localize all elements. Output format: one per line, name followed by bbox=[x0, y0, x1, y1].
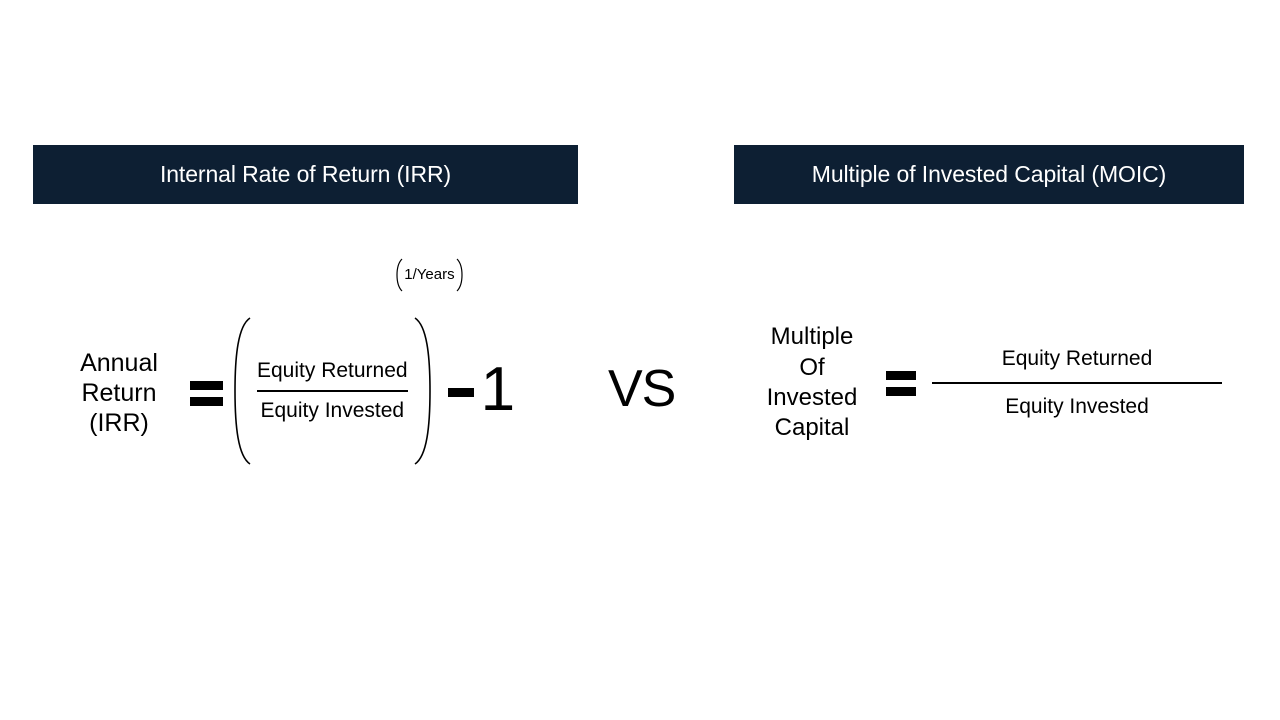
irr-lhs-line-2: Return bbox=[81, 379, 157, 407]
irr-fraction-bar bbox=[257, 390, 408, 392]
irr-parenthesis-group: Equity Returned Equity Invested bbox=[233, 316, 432, 466]
irr-exponent-group: 1/Years bbox=[395, 258, 463, 292]
banner-irr-title: Internal Rate of Return (IRR) bbox=[159, 161, 452, 187]
minus-sign-icon bbox=[447, 387, 474, 397]
irr-fraction: Equity Returned Equity Invested bbox=[251, 316, 414, 466]
irr-constant-one: 1 bbox=[480, 355, 516, 424]
irr-denominator: Equity Invested bbox=[260, 398, 405, 422]
moic-lhs-line-3: Invested bbox=[766, 384, 858, 411]
moic-lhs-line-4: Capital bbox=[774, 414, 850, 442]
moic-formula: Multiple Of Invested Capital Equity Retu… bbox=[752, 298, 1232, 468]
left-parenthesis-icon bbox=[233, 316, 251, 466]
irr-lhs-line-1: Annual bbox=[80, 349, 158, 377]
moic-numerator: Equity Returned bbox=[1001, 346, 1153, 370]
banner-moic-title: Multiple of Invested Capital (MOIC) bbox=[811, 161, 1167, 187]
exponent-right-bracket-icon bbox=[456, 258, 464, 292]
irr-power-group: Equity Returned Equity Invested 1/Years bbox=[233, 316, 432, 466]
moic-left-hand-side: Multiple Of Invested Capital bbox=[752, 322, 872, 444]
moic-lhs-line-1: Multiple bbox=[770, 323, 854, 351]
irr-formula: Annual Return (IRR) Equity Returned Equi… bbox=[60, 262, 580, 472]
moic-equals-icon bbox=[886, 370, 916, 396]
exponent-left-bracket-icon bbox=[395, 258, 403, 292]
irr-lhs-line-3: (IRR) bbox=[89, 409, 149, 437]
versus-label: VS bbox=[608, 360, 676, 418]
irr-numerator: Equity Returned bbox=[257, 358, 408, 382]
moic-denominator: Equity Invested bbox=[1005, 394, 1149, 418]
banner-irr: Internal Rate of Return (IRR) bbox=[33, 145, 578, 204]
moic-lhs-line-2: Of bbox=[799, 353, 825, 381]
moic-fraction-bar bbox=[932, 382, 1222, 384]
irr-minus-one: 1 bbox=[447, 359, 515, 421]
moic-fraction: Equity Returned Equity Invested bbox=[932, 345, 1222, 421]
irr-left-hand-side: Annual Return (IRR) bbox=[60, 348, 178, 438]
irr-equals-icon bbox=[190, 380, 223, 406]
banner-moic: Multiple of Invested Capital (MOIC) bbox=[734, 145, 1244, 204]
irr-exponent-text: 1/Years bbox=[404, 266, 455, 283]
right-parenthesis-icon bbox=[414, 316, 432, 466]
